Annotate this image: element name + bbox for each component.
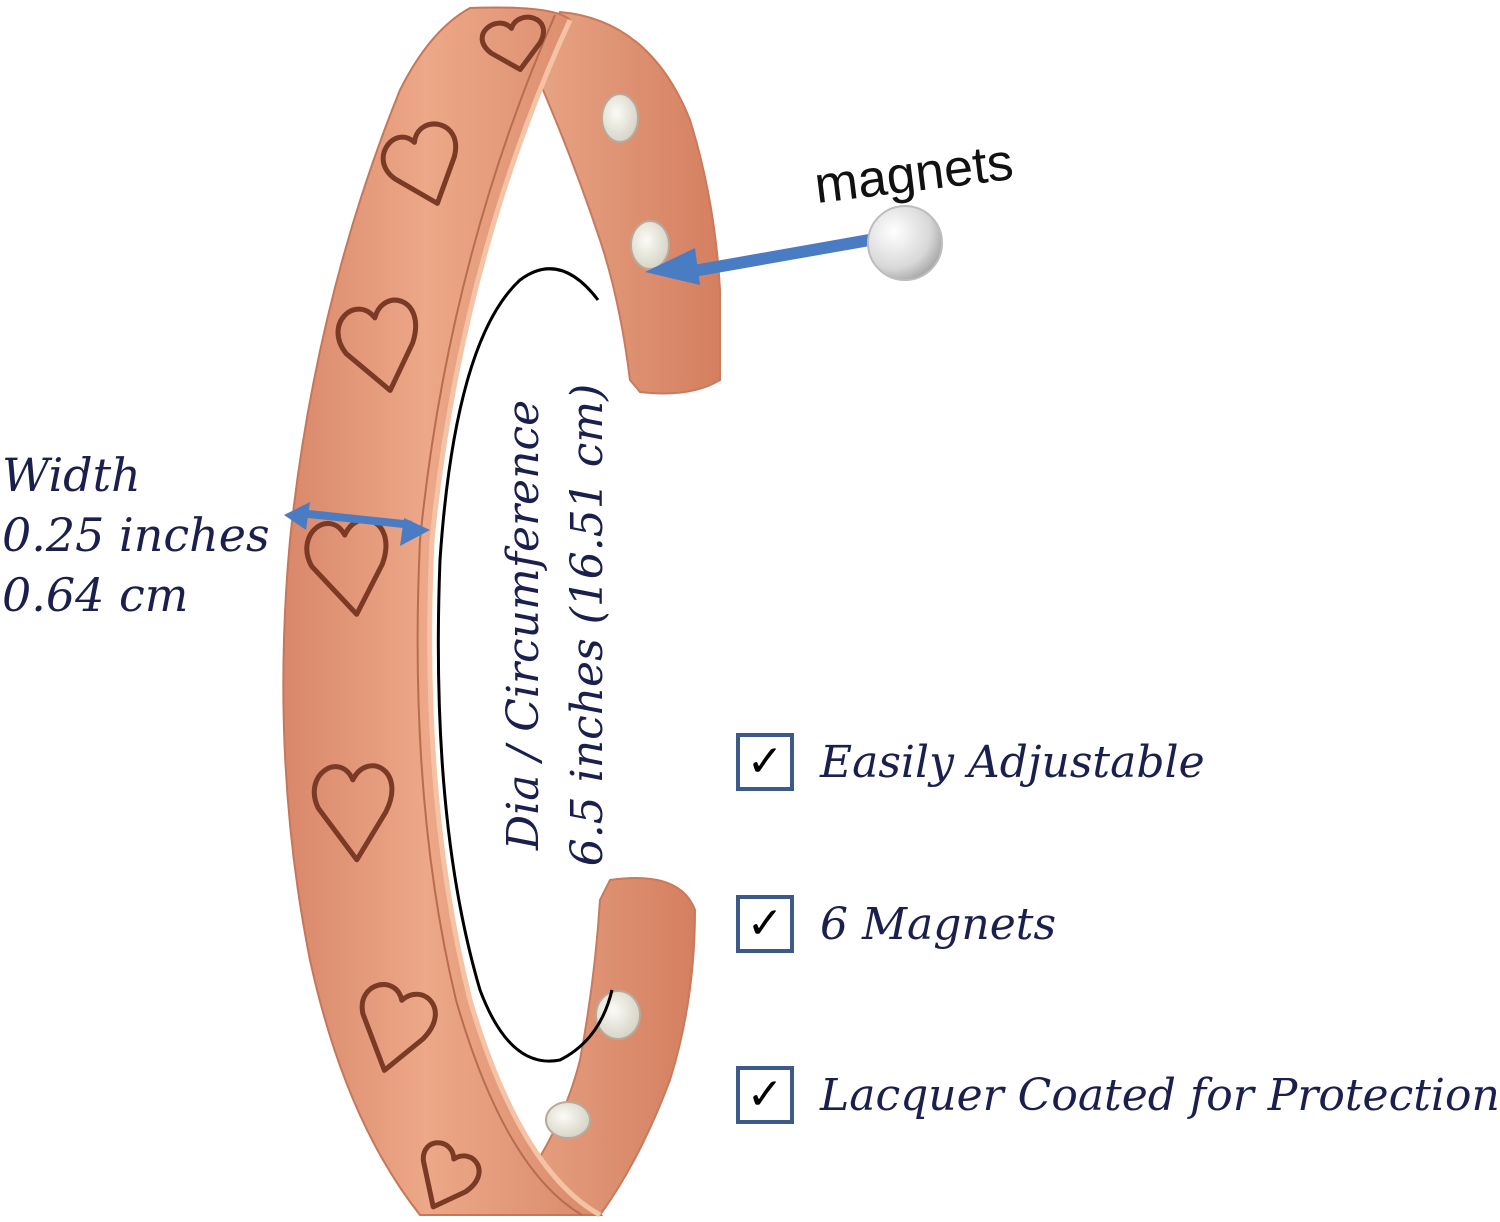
magnet-2: [630, 220, 670, 270]
width-arrow: [284, 502, 430, 546]
heart-engraving-3: [335, 297, 419, 393]
bracelet-top-end: [528, 10, 721, 395]
feature-label: 6 Magnets: [820, 898, 1057, 950]
check-icon: ✓: [746, 736, 784, 787]
width-cm: 0.64 cm: [2, 568, 189, 622]
feature-label: Lacquer Coated for Protection: [820, 1069, 1500, 1121]
feature-lacquer-coated: ✓ Lacquer Coated for Protection: [736, 1066, 1500, 1124]
feature-checkbox: ✓: [736, 733, 794, 791]
magnet-4: [545, 1101, 591, 1139]
magnet-1: [601, 93, 639, 143]
circumference-title: Dia / Circumference: [498, 399, 549, 851]
heart-engraving-1: [479, 14, 546, 72]
heart-engraving-4: [304, 517, 389, 617]
heart-engraving-2: [380, 121, 459, 206]
circumference-value: 6.5 inches (16.51 cm): [562, 383, 613, 867]
circumference-label-block: Dia / Circumference 6.5 inches (16.51 cm…: [498, 384, 613, 867]
loose-magnet: [867, 205, 943, 281]
circumference-line: [436, 267, 614, 1063]
feature-easily-adjustable: ✓ Easily Adjustable: [736, 733, 1205, 791]
width-inches: 0.25 inches: [2, 508, 270, 562]
bracelet-band: [282, 6, 604, 1218]
feature-label: Easily Adjustable: [820, 736, 1205, 788]
check-icon: ✓: [746, 1069, 784, 1120]
feature-6-magnets: ✓ 6 Magnets: [736, 895, 1056, 953]
feature-checkbox: ✓: [736, 895, 794, 953]
heart-engraving-6: [359, 982, 438, 1073]
bracelet-bottom-end: [497, 877, 697, 1216]
feature-checkbox: ✓: [736, 1066, 794, 1124]
width-label-block: Width 0.25 inches 0.64 cm: [2, 452, 270, 632]
heart-engraving-5: [311, 763, 395, 863]
heart-engraving-7: [420, 1140, 482, 1210]
width-title: Width: [2, 448, 141, 502]
magnet-arrow: [645, 228, 900, 285]
check-icon: ✓: [746, 898, 784, 949]
